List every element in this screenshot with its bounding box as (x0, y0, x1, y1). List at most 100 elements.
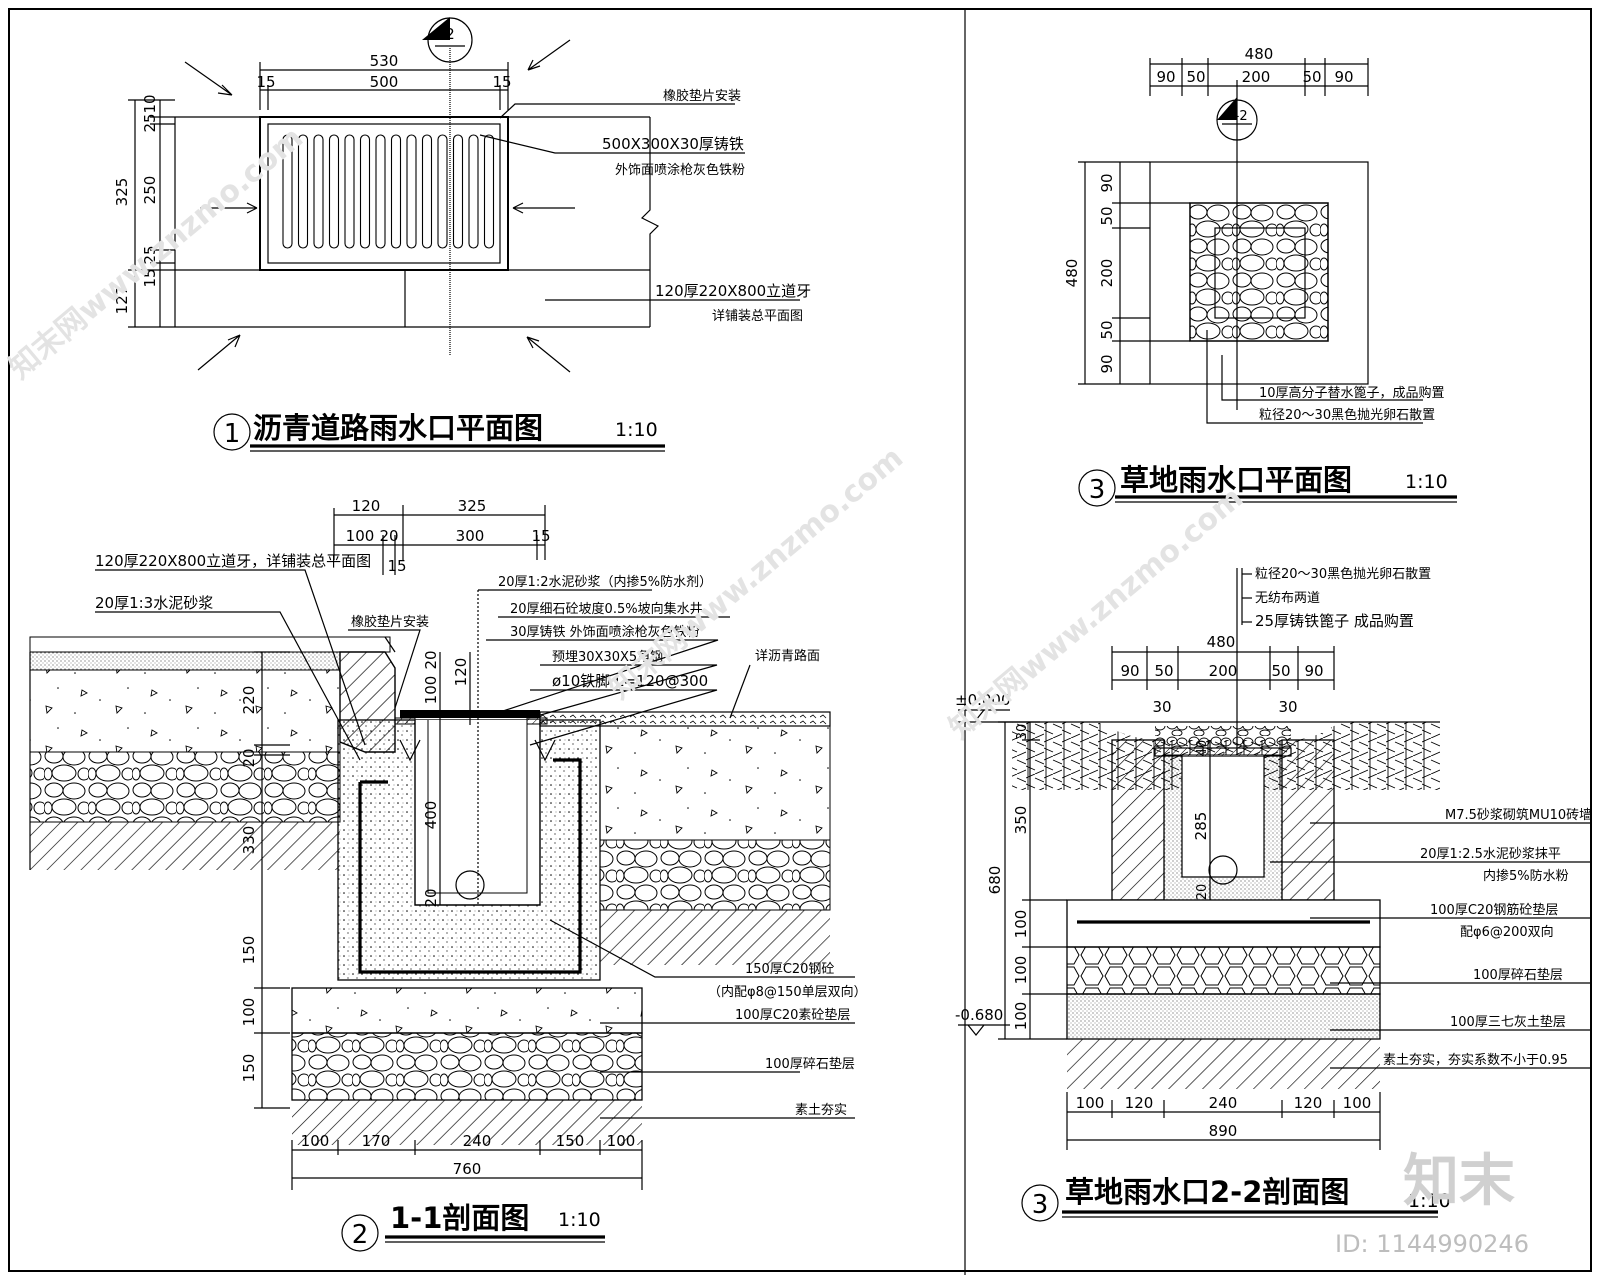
note-geotextile: 无纺布两道 (1255, 591, 1320, 606)
sheet-border (8, 8, 1592, 1272)
dim-15-right: 15 (492, 73, 511, 91)
grate-slot (359, 134, 371, 249)
dim-v-150-a: 150 (240, 936, 258, 965)
note-compacted-soil: 素土夯实 (795, 1103, 847, 1118)
dim-15-v: 15 (141, 268, 159, 287)
dim-b-100-b: 100 (1343, 1094, 1372, 1112)
dim-v-330: 330 (240, 826, 258, 855)
dim-b-240: 240 (463, 1132, 492, 1150)
dim-15-right: 15 (531, 527, 550, 545)
note-gravel: 100厚碎石垫层 (765, 1056, 855, 1072)
note-asphalt: 详沥青路面 (755, 648, 820, 664)
dim-v-20-bottom: 20 (422, 888, 440, 907)
note-pebbles: 粒径20～30黑色抛光卵石散置 (1259, 407, 1435, 423)
dim-v-350: 350 (1012, 806, 1030, 835)
note-rubber-gasket: 橡胶垫片安装 (663, 88, 741, 104)
grate-slot (390, 134, 402, 249)
note-brick-wall: M7.5砂浆砌筑MU10砖墙 (1445, 807, 1592, 823)
note-c20-rc: 150厚C20钢砼 (745, 962, 834, 977)
dim-530: 530 (370, 52, 399, 70)
note-cast-iron-grate: 25厚铸铁篦子 成品购置 (1255, 612, 1414, 630)
dim-b-120-a: 120 (1125, 1094, 1154, 1112)
dim-325: 325 (458, 497, 487, 515)
dim-left-200: 200 (1098, 259, 1116, 288)
watermark-site-2: 知末网www.znzmo.com (603, 440, 910, 706)
dim-top-90-b: 90 (1334, 68, 1353, 86)
dim-v-20: 20 (240, 748, 258, 767)
dim-127-v: 127 (113, 286, 131, 315)
dim-30-right: 30 (1278, 698, 1297, 716)
dim-top-50-a: 50 (1154, 662, 1173, 680)
dim-b-100-a: 100 (301, 1132, 330, 1150)
dim-top-90-b: 90 (1304, 662, 1323, 680)
dim-left-90-b: 90 (1098, 354, 1116, 373)
dim-b-100-a: 100 (1076, 1094, 1105, 1112)
dim-top-50-b: 50 (1302, 68, 1321, 86)
section-mark-2-2: 2-2 (1226, 109, 1247, 124)
dim-b-100-b: 100 (607, 1132, 636, 1150)
dim-top-50-b: 50 (1271, 662, 1290, 680)
note-rc-cushion: 100厚C20钢筋砼垫层 (1430, 902, 1558, 918)
note-mortar-1-2: 20厚1:2水泥砂浆（内掺5%防水剂） (498, 574, 712, 590)
note-fine-concrete: 20厚细石砼坡度0.5%坡向集水井 (510, 601, 703, 617)
dim-v-40: 40 (1195, 740, 1210, 757)
note-curb: 120厚220X800立道牙 (655, 282, 811, 300)
sec-3-title: 草地雨水口2-2剖面图 (1065, 1175, 1349, 1209)
dim-120: 120 (352, 497, 381, 515)
sec-3-scale: 1:10 (1408, 1190, 1451, 1212)
section-2-2: 480 90 50 200 50 90 30 30 ±0.000 -0.680 … (955, 566, 1592, 1222)
elev-0: ±0.000 (955, 691, 1011, 709)
note-grate-finish: 外饰面喷涂枪灰色铁粉 (615, 162, 745, 178)
dim-v-400-inner: 400 (422, 801, 440, 830)
note-mortar: 20厚1:2.5水泥砂浆抹平 (1420, 847, 1561, 862)
sec-1-number: 2 (352, 1220, 369, 1250)
sec-3-number: 3 (1032, 1190, 1049, 1220)
dim-15-lower: 15 (387, 557, 406, 575)
note-waterproof: 内掺5%防水粉 (1483, 868, 1569, 884)
grate-slot (344, 134, 355, 249)
elev-680: -0.680 (955, 1006, 1003, 1024)
grate-slot (328, 134, 340, 249)
dim-100: 100 (346, 527, 375, 545)
note-compacted-soil: 素土夯实，夯实系数不小于0.95 (1383, 1053, 1568, 1068)
note-embedded-angle: 预埋30X30X5角钢 (552, 650, 663, 665)
dim-v-30: 30 (1015, 724, 1030, 741)
watermark-id: ID: 1144990246 (1335, 1230, 1529, 1258)
dim-left-50-a: 50 (1098, 206, 1116, 225)
dim-b-240: 240 (1209, 1094, 1238, 1112)
plan-3-number: 3 (1089, 475, 1106, 505)
section-1-1: 120 325 100 20 300 15 15 220 20 330 150 … (29, 497, 867, 1252)
dim-top-480: 480 (1207, 633, 1236, 651)
watermark-site-1: 知末网www.znzmo.com (3, 120, 310, 386)
grate-slot (437, 134, 448, 249)
grate-slot (313, 134, 324, 249)
dim-v-680: 680 (986, 866, 1004, 895)
note-cast-iron-grate: 500X300X30厚铸铁 (602, 135, 744, 153)
dim-325-v: 325 (113, 178, 131, 207)
note-curb-ref: 120厚220X800立道牙，详铺装总平面图 (95, 552, 371, 570)
note-curb-ref: 详铺装总平面图 (712, 309, 803, 324)
note-rebar: 配φ6@200双向 (1460, 924, 1554, 940)
watermark-site-3: 知末网www.znzmo.com (943, 480, 1250, 746)
note-cast-iron: 30厚铸铁 外饰面喷涂枪灰色铁粉 (510, 624, 700, 640)
grate-slot (421, 134, 433, 249)
note-lime-soil: 100厚三七灰土垫层 (1450, 1014, 1566, 1030)
dim-30-left: 30 (1152, 698, 1171, 716)
dim-250-v: 250 (141, 176, 159, 205)
grate-slot (483, 134, 495, 249)
section-mark-2: 2 (445, 25, 455, 43)
dim-v-150-b: 150 (240, 1054, 258, 1083)
grate-slot (375, 134, 386, 249)
dim-left-480: 480 (1063, 259, 1081, 288)
plan-1-title: 沥青道路雨水口平面图 (253, 411, 543, 445)
plan-3-lawn-drain: 2-2 480 90 50 200 50 90 480 90 50 200 50… (1063, 45, 1457, 507)
note-rubber-gasket: 橡胶垫片安装 (351, 614, 429, 630)
dim-left-90-a: 90 (1098, 173, 1116, 192)
dim-v-100: 100 (240, 998, 258, 1027)
dim-b-120-b: 120 (1294, 1094, 1323, 1112)
dim-b-760: 760 (453, 1160, 482, 1178)
grate-slot (468, 134, 479, 249)
dim-v-100-a: 100 (1012, 910, 1030, 939)
dim-top-200: 200 (1209, 662, 1238, 680)
